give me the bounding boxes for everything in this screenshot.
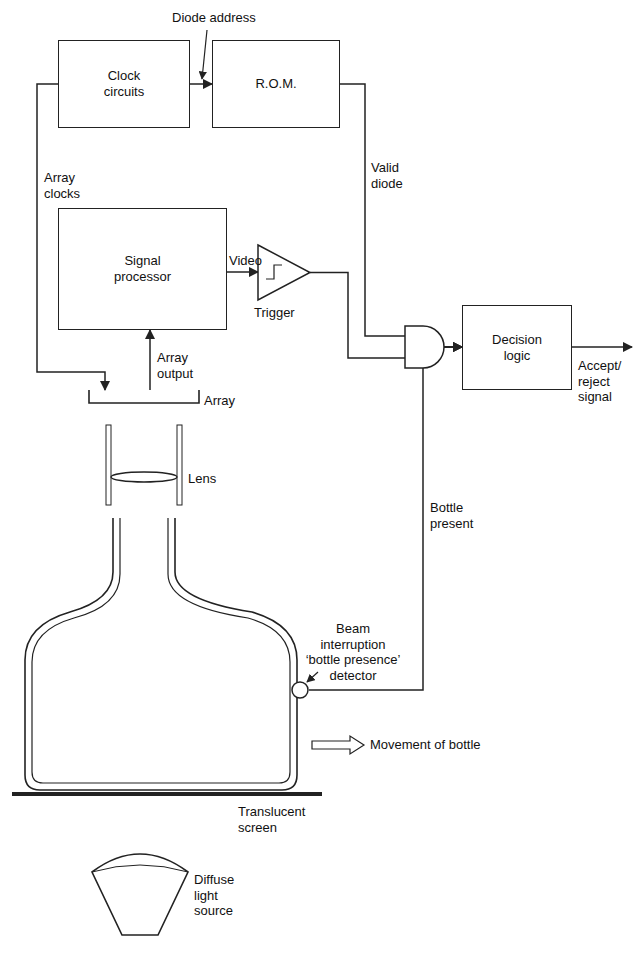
trigger-symbol-outline bbox=[258, 245, 310, 300]
box-label: Clock circuits bbox=[89, 68, 159, 99]
leader-arrow bbox=[307, 672, 318, 682]
light-source-rim bbox=[92, 865, 188, 872]
process-box: Clock circuits bbox=[58, 40, 190, 128]
translucent-screen bbox=[12, 792, 322, 796]
bottle-outline bbox=[25, 518, 297, 790]
signal-wire bbox=[310, 273, 462, 359]
part-label: Lens bbox=[188, 471, 216, 487]
leader-arrow bbox=[202, 30, 207, 79]
light-source bbox=[92, 854, 188, 935]
part-label: Diffuse light source bbox=[194, 872, 258, 919]
box-label: R.O.M. bbox=[255, 76, 296, 92]
signal-wire bbox=[149, 330, 151, 390]
signal-label: Video bbox=[229, 253, 262, 269]
part-label: Array bbox=[204, 393, 235, 409]
part-label: Translucent screen bbox=[238, 804, 328, 835]
part-label: Beam interruption ‘bottle presence’ dete… bbox=[303, 621, 403, 683]
hysteresis-symbol bbox=[266, 265, 282, 279]
memory-box: R.O.M. bbox=[212, 40, 340, 128]
motion-label: Movement of bottle bbox=[370, 737, 481, 753]
lens-outline bbox=[104, 425, 184, 505]
lens: Lens bbox=[104, 425, 184, 505]
trigger-symbol: Trigger bbox=[258, 245, 310, 300]
array-sensor-outline bbox=[88, 390, 200, 404]
array-outline bbox=[89, 390, 199, 403]
box-label: Decision logic bbox=[482, 332, 552, 363]
signal-label: Valid diode bbox=[371, 160, 421, 191]
presence-detector: Beam interruption ‘bottle presence’ dete… bbox=[291, 681, 309, 699]
process-box: Signal processor bbox=[58, 208, 227, 330]
signal-wire bbox=[340, 84, 462, 347]
signal-label: Diode address bbox=[172, 10, 256, 26]
array-sensor: Array bbox=[88, 390, 200, 404]
presence-detector-outline bbox=[291, 681, 309, 699]
process-box: Decision logic bbox=[462, 305, 572, 390]
lens-barrel bbox=[177, 425, 182, 505]
detector-circle bbox=[292, 682, 308, 698]
box-label: Signal processor bbox=[103, 253, 183, 284]
lens-barrel bbox=[106, 425, 111, 505]
signal-wire bbox=[227, 271, 258, 273]
part-label: Trigger bbox=[254, 305, 295, 321]
movement-arrow bbox=[312, 736, 364, 754]
signal-label: Array output bbox=[157, 350, 217, 381]
output-label: Accept/ reject signal bbox=[578, 358, 636, 405]
signal-wire bbox=[190, 83, 212, 85]
signal-label: Bottle present bbox=[430, 500, 500, 531]
lens-element bbox=[111, 472, 177, 482]
triangle-outline bbox=[258, 245, 310, 300]
output-arrow bbox=[572, 346, 632, 348]
signal-label: Array clocks bbox=[44, 170, 104, 201]
and-gate bbox=[405, 326, 444, 368]
bottle-inner-wall bbox=[32, 518, 290, 783]
